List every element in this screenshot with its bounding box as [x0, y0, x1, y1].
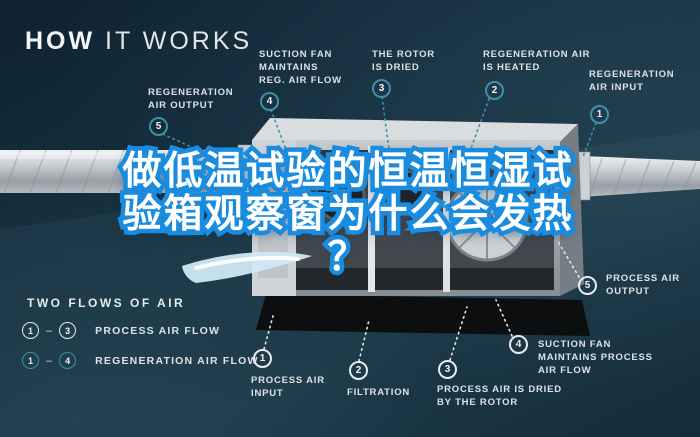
step-badge: 2	[485, 81, 504, 100]
callout-label: THE ROTOR IS DRIED	[372, 49, 435, 73]
step-badge: 5	[578, 276, 597, 295]
page-title-bold: HOW	[25, 27, 96, 55]
legend-badge-from: 1	[22, 322, 39, 339]
machine-base	[256, 294, 590, 336]
step-badge: 1	[590, 105, 609, 124]
callout-label: REGENERATION AIR IS HEATED	[483, 49, 591, 73]
callout-label: REGENERATION AIR INPUT	[589, 69, 675, 93]
page-title-rest: IT WORKS	[95, 27, 253, 55]
callout-label: SUCTION FAN MAINTAINS PROCESS AIR FLOW	[538, 339, 653, 376]
step-badge: 3	[438, 360, 457, 379]
step-badge: 1	[253, 349, 272, 368]
legend-badge-to: 3	[59, 322, 77, 339]
legend-title: TWO FLOWS OF AIR	[27, 296, 186, 310]
leader-lines	[162, 96, 597, 362]
machine-cabinet	[252, 118, 584, 296]
legend-row-regeneration: 1 – 4 REGENERATION AIR FLOW	[22, 352, 259, 369]
right-duct	[577, 151, 700, 201]
step-badge: 5	[149, 117, 168, 136]
legend-range-dash: –	[46, 354, 53, 367]
legend-label: REGENERATION AIR FLOW	[95, 354, 259, 367]
callout-label: SUCTION FAN MAINTAINS REG. AIR FLOW	[259, 49, 342, 86]
legend-label: PROCESS AIR FLOW	[95, 324, 221, 337]
step-badge: 4	[260, 92, 279, 111]
callout-label: REGENERATION AIR OUTPUT	[148, 87, 234, 111]
step-badge: 3	[372, 79, 391, 98]
step-badge: 2	[349, 361, 368, 380]
legend-badge-to: 4	[59, 352, 77, 369]
legend-row-process: 1 – 3 PROCESS AIR FLOW	[22, 322, 220, 339]
callout-label: PROCESS AIR IS DRIED BY THE ROTOR	[437, 384, 562, 408]
desiccant-rotor	[445, 178, 529, 262]
page-title: HOW IT WORKS	[25, 27, 252, 56]
left-duct	[0, 144, 253, 198]
air-swoosh	[182, 251, 312, 283]
callout-label: PROCESS AIR OUTPUT	[606, 273, 680, 297]
legend-badge-from: 1	[22, 352, 39, 369]
legend-range-dash: –	[46, 324, 53, 337]
callout-label: FILTRATION	[347, 387, 411, 398]
step-badge: 4	[509, 335, 528, 354]
callout-label: PROCESS AIR INPUT	[251, 375, 325, 399]
